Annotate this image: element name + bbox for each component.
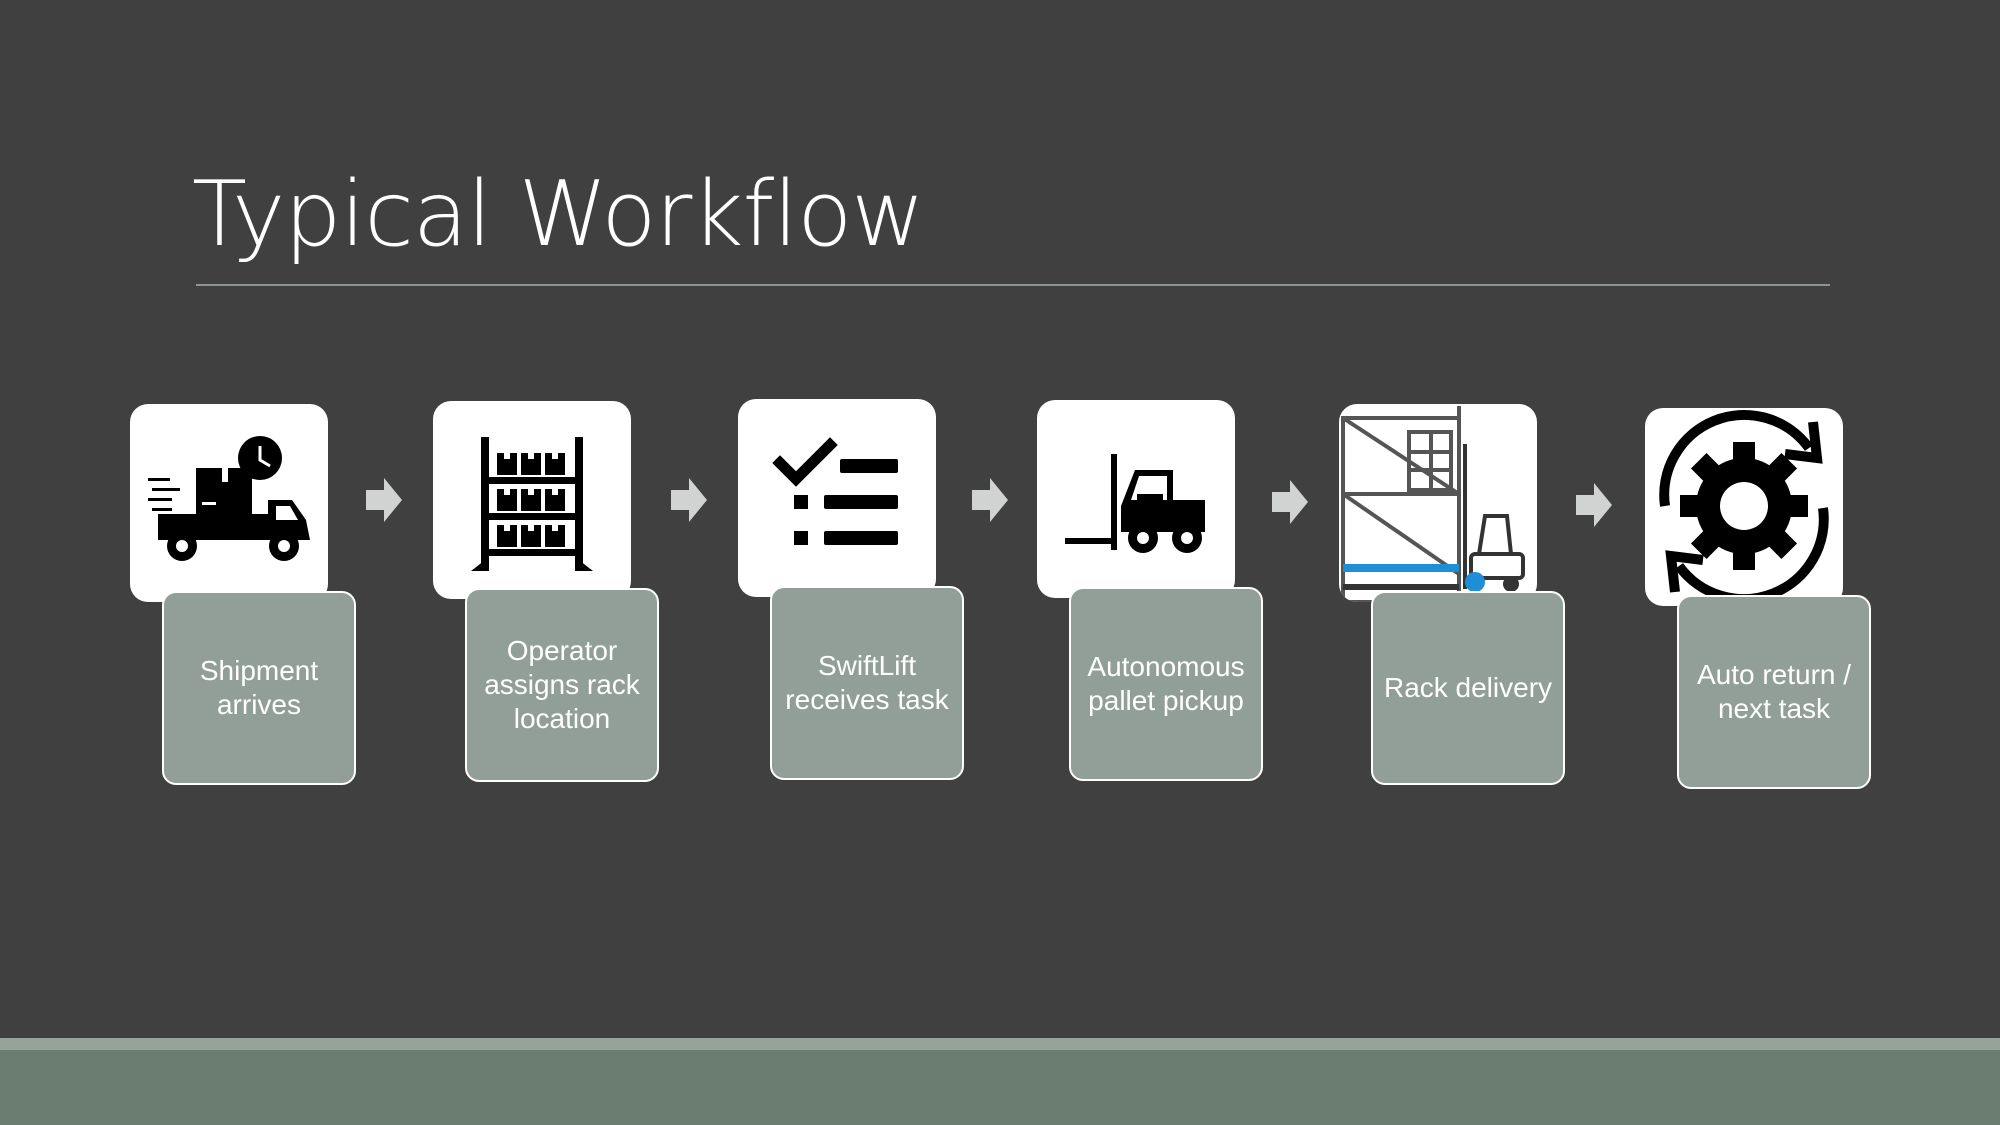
- delivery-truck-icon: [148, 436, 310, 561]
- workflow-step-2: Operator assigns rack location: [433, 401, 793, 786]
- step-label-6: Auto return / next task: [1696, 659, 1852, 724]
- forklift-icon: [1065, 454, 1205, 553]
- step-label-5: Rack delivery: [1383, 672, 1553, 703]
- slide-title: Typical Workflow: [192, 162, 925, 267]
- workflow-step-6: Auto return / next task: [1645, 408, 2000, 793]
- workflow-step-5: Rack delivery: [1339, 404, 1699, 789]
- flow-arrow-4: [1272, 480, 1308, 524]
- gear-cycle-icon: [1659, 409, 1829, 605]
- footer-band: [0, 1050, 2000, 1125]
- workflow-step-4: Autonomous pallet pickup: [1037, 400, 1397, 785]
- flow-arrow-5: [1576, 483, 1612, 527]
- flow-arrow-3: [972, 478, 1008, 522]
- icon-card-1: [130, 404, 328, 602]
- warehouse-rack-icon: [471, 437, 593, 571]
- step-label-card-5: Rack delivery: [1371, 591, 1565, 785]
- flow-arrow-1: [366, 478, 402, 522]
- title-divider: [196, 284, 1830, 286]
- step-label-card-6: Auto return / next task: [1677, 595, 1871, 789]
- step-label-1: Shipment arrives: [199, 655, 319, 720]
- flow-arrow-2: [671, 478, 707, 522]
- step-label-2: Operator assigns rack location: [484, 635, 640, 734]
- step-label-card-2: Operator assigns rack location: [465, 588, 659, 782]
- icon-card-3: [738, 399, 936, 597]
- step-label-card-3: SwiftLift receives task: [770, 586, 964, 780]
- workflow-step-1: Shipment arrives: [130, 404, 490, 789]
- icon-card-6: [1645, 408, 1843, 606]
- step-label-card-4: Autonomous pallet pickup: [1069, 587, 1263, 781]
- task-checklist-icon: [772, 437, 898, 545]
- step-label-3: SwiftLift receives task: [785, 650, 949, 715]
- step-label-4: Autonomous pallet pickup: [1087, 651, 1245, 716]
- rack-forklift-icon: [1341, 406, 1525, 602]
- step-label-card-1: Shipment arrives: [162, 591, 356, 785]
- footer-stripe: [0, 1038, 2000, 1050]
- icon-card-5: [1339, 404, 1537, 602]
- icon-card-4: [1037, 400, 1235, 598]
- icon-card-2: [433, 401, 631, 599]
- workflow-step-3: SwiftLift receives task: [738, 399, 1098, 784]
